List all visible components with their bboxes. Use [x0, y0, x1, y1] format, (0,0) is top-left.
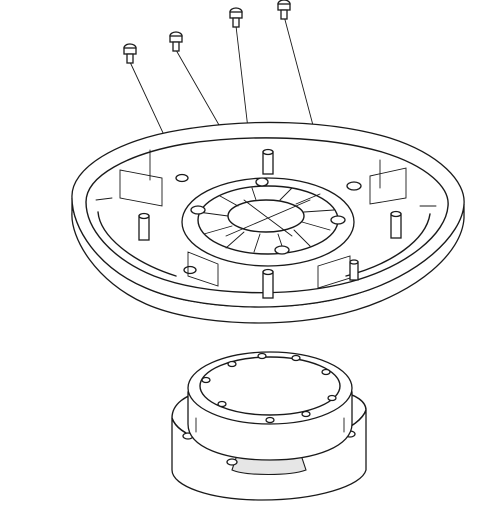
housing-top-holes [201, 352, 337, 424]
tray-rim-bosses [175, 173, 362, 275]
tray-center-ring-outer [181, 177, 355, 267]
cylindrical-housing [171, 351, 367, 501]
screw-1 [123, 43, 137, 64]
screw-3 [229, 7, 243, 28]
housing-top-face [187, 351, 353, 425]
tray-inner-rim [85, 137, 449, 294]
tray-wall-segments [119, 167, 407, 289]
screw-group [123, 0, 337, 213]
tray-ring-bosses [190, 177, 346, 255]
screw-4 [277, 0, 291, 20]
tray-radial-ribs [197, 187, 335, 253]
tray-posts [138, 148, 402, 299]
base-tray [71, 121, 465, 324]
housing-top-inner [199, 356, 341, 416]
tray-inner-wall [97, 211, 431, 277]
screw-2 [169, 31, 183, 52]
